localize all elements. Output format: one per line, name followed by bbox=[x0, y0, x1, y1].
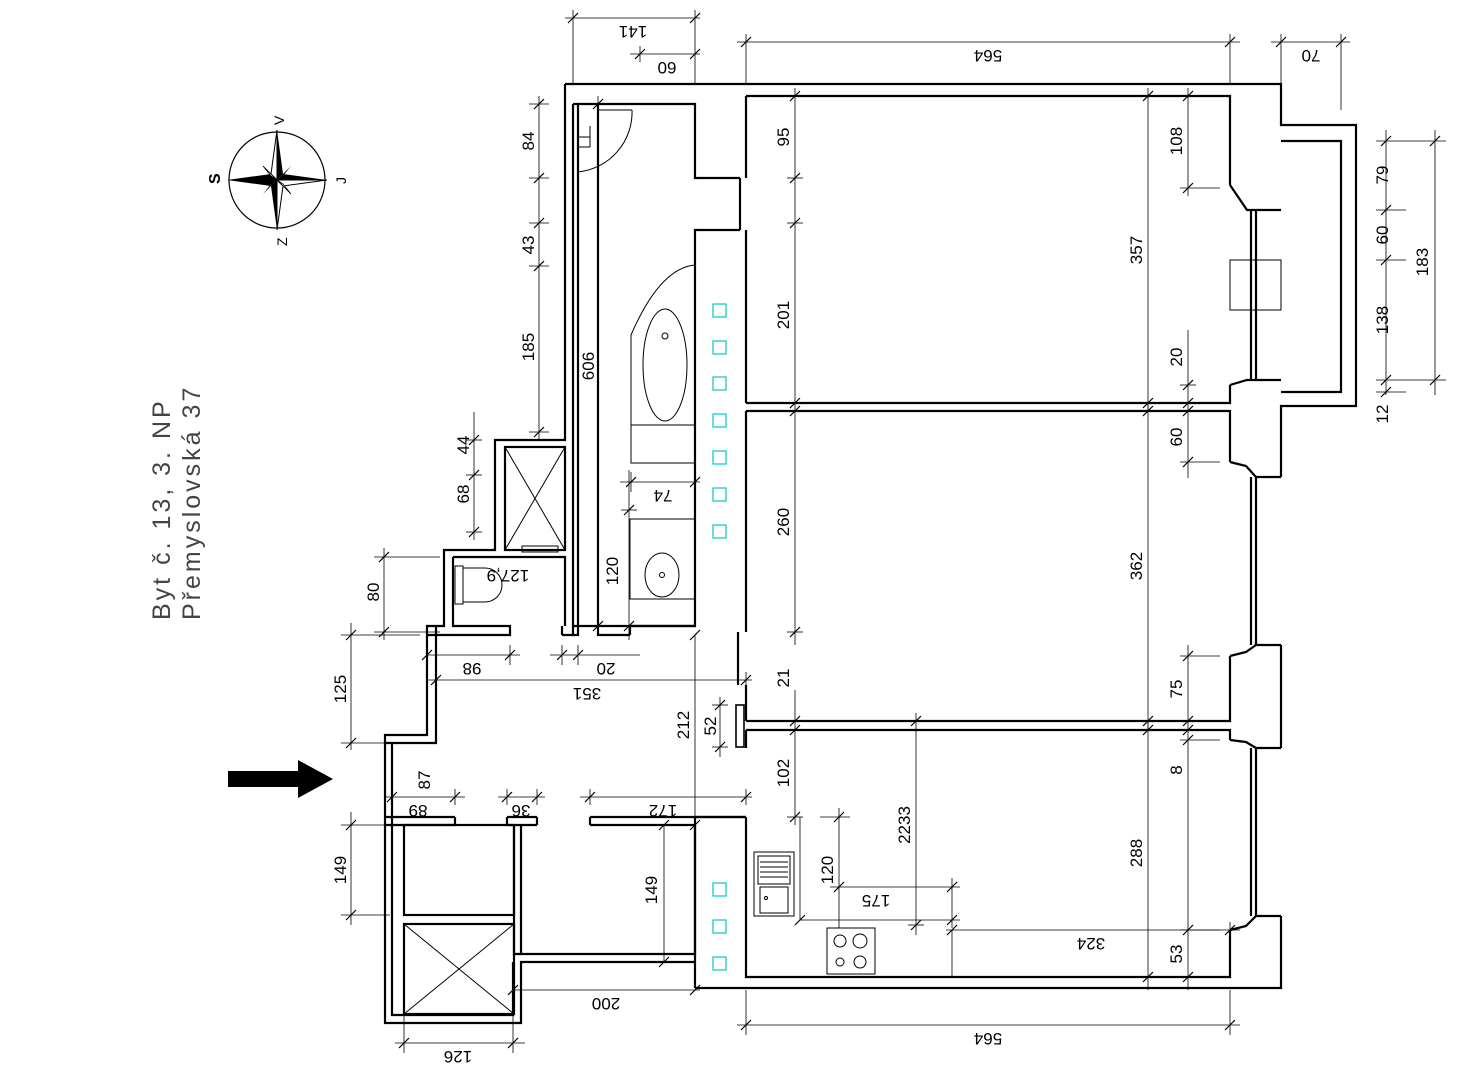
dim-label: 125 bbox=[331, 675, 350, 703]
dim-label: 564 bbox=[974, 1029, 1002, 1048]
dim-label: 185 bbox=[519, 333, 538, 361]
socket-icon bbox=[712, 956, 727, 971]
dim-label: 84 bbox=[519, 132, 538, 151]
dim-label: 201 bbox=[774, 301, 793, 329]
dim-label: 564 bbox=[974, 46, 1002, 65]
socket-icon bbox=[712, 882, 727, 897]
dim-label: 149 bbox=[331, 856, 350, 884]
dim-label: 68 bbox=[454, 485, 473, 504]
bathtub-icon bbox=[630, 264, 696, 464]
walls bbox=[383, 82, 1358, 1025]
socket-icon bbox=[712, 524, 727, 539]
socket-icon bbox=[712, 376, 727, 391]
socket-icon bbox=[712, 450, 727, 465]
compass-south-label: J bbox=[333, 177, 349, 184]
stove-icon bbox=[826, 927, 876, 975]
toilet-icon bbox=[454, 565, 503, 605]
compass-west-label: Z bbox=[274, 237, 290, 246]
compass-north-label: S bbox=[207, 173, 224, 184]
dimension-ticks bbox=[345, 12, 1441, 1049]
dim-label: 80 bbox=[364, 583, 383, 602]
dim-label: 200 bbox=[592, 994, 620, 1013]
fixtures bbox=[454, 109, 876, 975]
entrance-arrow-icon bbox=[228, 760, 333, 798]
dim-label: 20 bbox=[597, 659, 616, 678]
dim-label: 43 bbox=[519, 236, 538, 255]
dim-label: 20 bbox=[1167, 348, 1186, 367]
dim-label: 36 bbox=[512, 801, 531, 820]
dim-label: 149 bbox=[642, 876, 661, 904]
dim-label: 260 bbox=[774, 508, 793, 536]
dim-label: 172 bbox=[649, 801, 677, 820]
dim-label: 53 bbox=[1167, 945, 1186, 964]
title-line-2: Přemyslovská 37 bbox=[178, 385, 206, 620]
dim-label: 74 bbox=[654, 486, 673, 505]
socket-icon bbox=[712, 919, 727, 934]
dim-label: 2233 bbox=[895, 806, 914, 844]
kitchen-sink-icon bbox=[753, 851, 795, 917]
dim-label: 606 bbox=[579, 352, 598, 380]
dim-label: 357 bbox=[1127, 236, 1146, 264]
dim-label: 21 bbox=[774, 669, 793, 688]
compass-rose-icon: S V J Z bbox=[207, 115, 349, 246]
socket-icon bbox=[712, 413, 727, 428]
dim-label: 102 bbox=[774, 759, 793, 787]
dimension-labels: 141 60 564 70 564 200 126 98 20 351 89 3… bbox=[331, 22, 1432, 1066]
dim-label: 98 bbox=[463, 659, 482, 678]
dim-label: 120 bbox=[603, 557, 622, 585]
dim-label: 288 bbox=[1127, 839, 1146, 867]
title-line-1: Byt č. 13, 3. NP bbox=[148, 398, 176, 620]
dim-label: 175 bbox=[862, 891, 890, 910]
dim-label: 95 bbox=[774, 128, 793, 147]
dim-label: 12 bbox=[1373, 405, 1392, 424]
dim-label: 70 bbox=[1302, 46, 1321, 65]
dim-label: 120 bbox=[818, 856, 837, 884]
dim-label: 212 bbox=[674, 711, 693, 739]
dim-label: 87 bbox=[415, 771, 434, 790]
dim-label: 60 bbox=[1373, 226, 1392, 245]
dim-label: 324 bbox=[1077, 934, 1105, 953]
dim-label: 362 bbox=[1127, 552, 1146, 580]
dim-label: 89 bbox=[409, 801, 428, 820]
plan-title: Byt č. 13, 3. NP Přemyslovská 37 bbox=[148, 385, 206, 620]
socket-icon bbox=[712, 487, 727, 502]
compass-east-label: V bbox=[271, 115, 287, 125]
dim-label: 183 bbox=[1413, 248, 1432, 276]
dimension-lines bbox=[341, 10, 1446, 1053]
dim-label: 44 bbox=[454, 436, 473, 455]
dim-label: 126 bbox=[444, 1047, 472, 1066]
socket-icon bbox=[712, 303, 727, 318]
dim-label: 79 bbox=[1373, 166, 1392, 185]
dim-label: 8 bbox=[1167, 765, 1186, 774]
dim-label: 52 bbox=[701, 717, 720, 736]
dim-label: 60 bbox=[1167, 428, 1186, 447]
socket-icon bbox=[712, 340, 727, 355]
sink-icon bbox=[629, 518, 696, 600]
dim-label: 60 bbox=[658, 58, 677, 77]
dim-label: 141 bbox=[619, 22, 647, 41]
dim-label: 138 bbox=[1373, 306, 1392, 334]
dim-label: 351 bbox=[573, 684, 601, 703]
dim-label: 75 bbox=[1167, 680, 1186, 699]
dim-label: 127,9 bbox=[487, 566, 530, 585]
electric-sockets bbox=[712, 303, 727, 971]
dim-label: 108 bbox=[1167, 127, 1186, 155]
